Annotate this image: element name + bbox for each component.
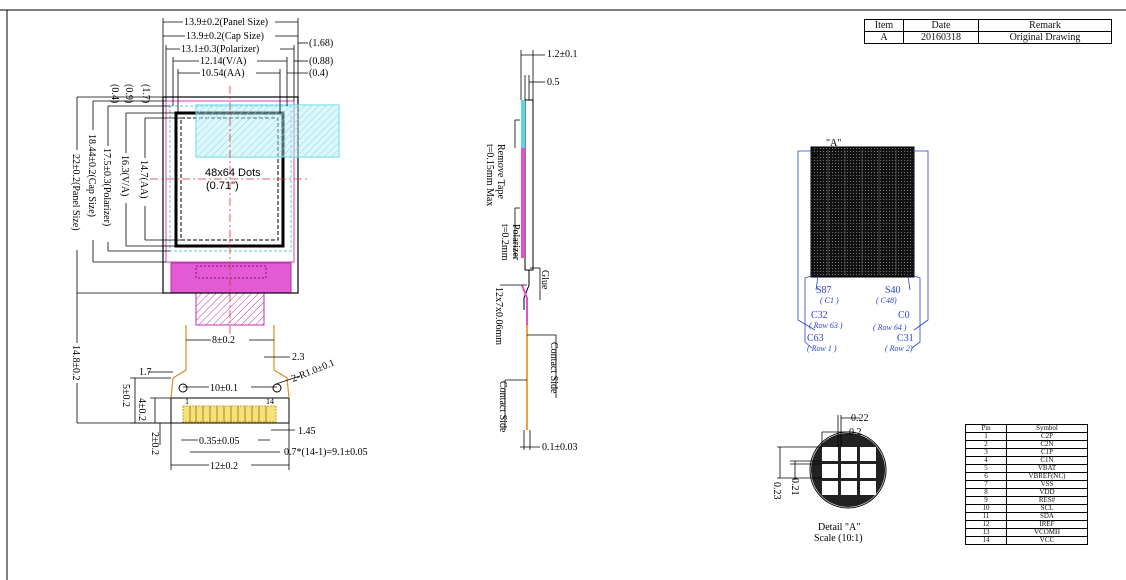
dim-fpc-height: 14.8±0.2 [70,345,81,381]
side-remove-tape-thk: t=0.15mm Max [484,144,495,206]
dim-1-7-left: (1.7) [140,84,151,103]
dim-0-9-left: (0.9) [123,84,134,103]
revision-remark: Original Drawing [978,31,1112,44]
panel-outline [162,96,299,294]
front-view: 48x64 Dots (0.71") [150,86,340,424]
dim-fpc-2-3: 2.3 [292,352,305,363]
matrix-row63: ( Row 63 ) [809,321,843,330]
revision-header-remark: Remark [978,19,1112,32]
dim-panel-height: 22±0.2(Panel Size) [70,154,81,231]
side-dim-1-2: 1.2±0.1 [547,49,578,60]
matrix-detail-a-label: "A" [826,138,841,149]
side-contact-side-a: Contact Side [548,342,559,394]
dim-cap-width: 13.9±0.2(Cap Size) [186,31,264,42]
dim-0-88: (0.88) [309,56,333,67]
detail-dim-0-21: 0.21 [789,478,800,496]
dim-cap-height: 18.44±0.2(Cap Size) [86,134,97,217]
pin-symbol: VCC [1006,536,1088,545]
dim-polarizer-height: 17.5±0.3(Polarizer) [101,148,112,226]
dim-fpc-1-45: 1.45 [298,426,316,437]
dim-fpc-4: 4±0.2 [136,398,147,421]
pin-number: 14 [965,536,1007,545]
pixel-matrix-view [797,146,929,349]
dim-va-width: 12.14(V/A) [200,56,246,67]
panel-dots-label: 48x64 Dots [205,167,261,179]
matrix-c48: ( C48) [876,296,897,305]
revision-table: Item Date Remark A 20160318 Original Dra… [864,19,1112,44]
revision-item: A [864,31,904,44]
matrix-s87: S87 [816,285,832,296]
fpc-pads [182,405,277,423]
remove-tape [195,104,340,158]
fpc-pin14-label: 14 [266,397,274,406]
side-view [500,50,557,450]
dim-fpc-pitch: 0.7*(14-1)=9.1±0.05 [284,447,368,458]
matrix-c32: C32 [811,310,828,321]
matrix-c63: C63 [807,333,824,344]
dim-fpc-12: 12±0.2 [210,461,238,472]
detail-dim-0-23: 0.23 [771,482,782,500]
matrix-row1: ( Row 1 ) [807,344,837,353]
revision-header-item: Item [864,19,904,32]
detail-a-view [777,415,887,509]
matrix-row2: ( Row 2) [885,344,913,353]
dim-polarizer-width: 13.1±0.3(Polarizer) [181,44,259,55]
side-dim-0-1: 0.1±0.03 [542,442,578,453]
dim-va-height: 16.3(V/A) [119,155,130,196]
dim-0-4-left: (0.4) [109,84,120,103]
revision-date: 20160318 [903,31,979,44]
panel-size-label: (0.71") [206,180,239,192]
dim-aa-height: 14.7(AA) [138,160,149,199]
detail-dim-0-2: 0.2 [849,427,862,438]
fpc-pin1-label: 1 [185,397,189,406]
side-polarizer [521,148,525,258]
dim-0-4: (0.4) [309,68,328,79]
side-polarizer-thk: t=0.2mm [499,224,510,261]
detail-title: Detail "A" [818,522,860,533]
dim-panel-width: 13.9±0.2(Panel Size) [184,17,268,28]
revision-header-date: Date [903,19,979,32]
side-remove-tape-label: Remove Tape [495,144,506,199]
matrix-row64: ( Row 64 ) [873,323,907,332]
dim-fpc-2: 2±0.2 [149,432,160,455]
dim-fpc-8: 8±0.2 [212,335,235,346]
matrix-c1: ( C1 ) [820,296,839,305]
detail-scale: Scale (10:1) [814,533,863,544]
matrix-s40: S40 [885,285,901,296]
dim-fpc-0-35: 0.35±0.05 [199,436,240,447]
pixel-matrix [810,146,915,278]
side-contact-side-b: Contact Side [497,381,508,433]
side-polarizer-label: Polarizer [510,224,521,261]
side-glue-label: Glue [539,270,550,290]
matrix-c0: C0 [898,310,910,321]
matrix-c31: C31 [897,333,914,344]
side-dim-0-5: 0.5 [547,77,560,88]
dim-fpc-5: 5±0.2 [120,384,131,407]
dim-fpc-1-7: 1.7 [139,367,152,378]
dim-aa-width: 10.54(AA) [201,68,245,79]
detail-dim-0-22: 0.22 [851,413,869,424]
dim-1-68: (1.68) [309,38,333,49]
side-remove-tape [521,100,525,148]
side-fpc-thk: 12x7x0.06mm [493,287,504,345]
dim-fpc-10: 10±0.1 [210,383,238,394]
